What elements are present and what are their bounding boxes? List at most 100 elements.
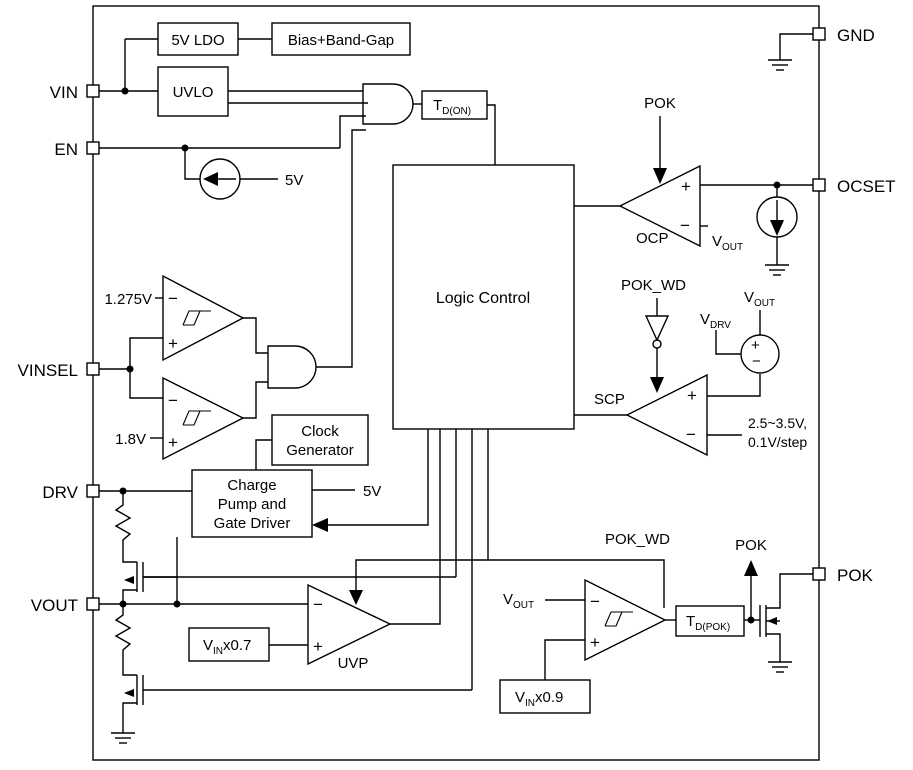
resistor-top (114, 491, 132, 548)
td-on-block: TD(ON) (421, 90, 488, 120)
vin-wiring (99, 38, 363, 95)
svg-text:+: + (687, 386, 697, 405)
pin-pok-square (812, 567, 826, 581)
clock-generator-box (271, 414, 369, 466)
svg-text:+: + (751, 337, 760, 354)
pin-gnd: GND (812, 26, 875, 45)
en-wiring: 5V (99, 115, 366, 200)
vinsel-comparator-2: − + 1.8V (115, 376, 245, 461)
hysteresis-icon (604, 611, 633, 627)
bias-block: Bias+Band-Gap (271, 22, 411, 56)
pin-drv-square (86, 484, 100, 498)
svg-text:−: − (686, 425, 696, 444)
pok-top-label: POK (644, 95, 676, 112)
scp-comparator: + − SCP (594, 373, 708, 457)
resistor-bottom (114, 604, 132, 662)
td-pok-label: TD(POK) (686, 613, 730, 633)
uvp-to-logic-wire (390, 429, 441, 625)
pin-vinsel: VINSEL (18, 361, 100, 380)
pin-vin-label: VIN (50, 83, 78, 102)
bias-label: Bias+Band-Gap (288, 32, 394, 49)
logic-control-box (392, 164, 575, 430)
svg-text:−: − (168, 289, 178, 308)
scp-label: SCP (594, 391, 625, 408)
uvlo-block: UVLO (157, 66, 229, 117)
svg-text:−: − (590, 592, 600, 611)
pin-ocset: OCSET (812, 177, 896, 196)
pin-pok-label: POK (837, 566, 874, 585)
vinsel-wiring (99, 317, 268, 419)
svg-text:−: − (680, 216, 690, 235)
en-5v-label: 5V (285, 172, 303, 189)
pin-drv: DRV (42, 483, 100, 502)
svg-text:+: + (681, 177, 691, 196)
clock-to-cp-wire (255, 439, 272, 470)
and-gate-top (362, 83, 422, 125)
pin-vin-square (86, 84, 100, 98)
uvp-enable-arrow (349, 590, 363, 605)
uvlo-label: UVLO (173, 84, 214, 101)
svg-text:+: + (590, 633, 600, 652)
logic-to-cp-arrow (312, 518, 328, 532)
pin-ocset-square (812, 178, 826, 192)
hysteresis-icon (182, 310, 211, 326)
logic-to-cp-wire (325, 429, 429, 526)
pin-gnd-label: GND (837, 26, 875, 45)
pok-wd-bottom-wire (487, 429, 665, 608)
ldo-label: 5V LDO (171, 32, 224, 49)
pok-comparator: − + (584, 578, 667, 662)
pok-arrow (744, 560, 758, 576)
logic-control-label: Logic Control (436, 290, 530, 307)
scp-enable-arrow (650, 377, 664, 393)
charge-pump-block: Charge Pump and Gate Driver (191, 469, 313, 538)
vin09-box (499, 679, 591, 714)
vin09-block: VINx0.9 (499, 679, 591, 714)
ldo-box (157, 22, 239, 56)
pin-en: EN (54, 140, 100, 159)
logic-control-block: Logic Control (392, 164, 575, 430)
pin-gnd-square (812, 27, 826, 41)
td-pok-box (675, 605, 745, 637)
uvp-comparator: − + UVP (307, 583, 392, 672)
pin-vout-label: VOUT (31, 596, 78, 615)
en-current-source-arrow (203, 172, 218, 186)
pok-nmos (759, 573, 813, 673)
ocset-wiring (700, 181, 813, 276)
svg-text:−: − (168, 391, 178, 410)
pin-pok: POK (812, 566, 874, 585)
uvp-label: UVP (338, 655, 369, 672)
ocp-label: OCP (636, 230, 669, 247)
pin-ocset-label: OCSET (837, 177, 896, 196)
cp-line1: Charge (227, 477, 276, 494)
ocp-enable-arrow (653, 168, 667, 184)
ldo-block: 5V LDO (157, 22, 239, 56)
and-gate-vinsel (267, 129, 366, 389)
pok-wd-bottom-label: POK_WD (605, 531, 670, 548)
svg-text:+: + (168, 334, 178, 353)
pok-wd-top-label: POK_WD (621, 277, 686, 294)
ref-18-label: 1.8V (115, 431, 146, 448)
cp-line2: Pump and (218, 496, 286, 513)
bias-box (271, 22, 411, 56)
cp-5v-label: 5V (363, 483, 381, 500)
vin07-block: VINx0.7 (188, 627, 270, 662)
svg-text:−: − (752, 353, 761, 370)
pin-drv-label: DRV (42, 483, 78, 502)
pin-vinsel-square (86, 362, 100, 376)
charge-pump-box (191, 469, 313, 538)
pok-wd-inverter (644, 315, 670, 342)
vinsel-comparator-1: − + 1.275V (104, 274, 245, 362)
svg-text:+: + (313, 637, 323, 656)
pok-arrow-label: POK (735, 537, 767, 554)
vin09-label: VINx0.9 (515, 689, 563, 709)
chip-boundary (92, 5, 820, 761)
vout-ocp-label: VOUT (712, 233, 743, 253)
pin-vout: VOUT (31, 596, 100, 615)
clock-line2: Generator (286, 442, 354, 459)
scp-range-line1: 2.5~3.5V, (748, 415, 807, 431)
ref-1275-label: 1.275V (104, 291, 152, 308)
vout-pok-label: VOUT (503, 591, 534, 611)
svg-text:+: + (168, 433, 178, 452)
pin-en-square (86, 141, 100, 155)
